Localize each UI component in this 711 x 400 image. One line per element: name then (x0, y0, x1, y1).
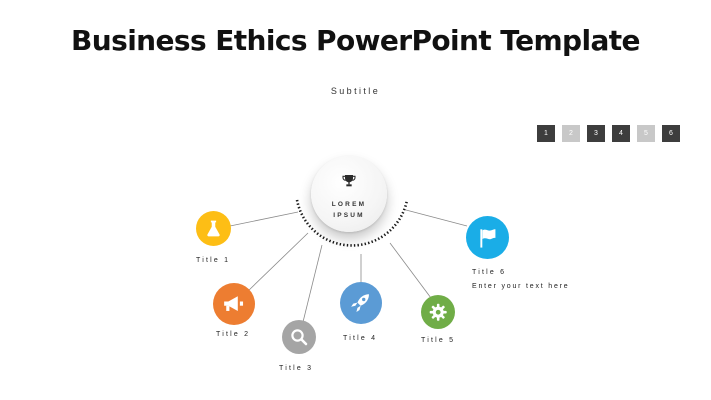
hub-label-line2: IPSUM (333, 212, 365, 219)
connector-line-5 (389, 242, 432, 299)
node-title-6-label: Title 6 (472, 269, 507, 276)
page-button-1[interactable]: 1 (537, 125, 555, 142)
node-title-3-label: Title 3 (279, 365, 314, 372)
node-title-1[interactable] (196, 211, 231, 246)
connector-line-2 (246, 232, 309, 293)
node-title-6-description: Enter your text here (472, 283, 570, 290)
page-button-5[interactable]: 5 (637, 125, 655, 142)
center-hub[interactable]: LOREM IPSUM (311, 156, 387, 232)
node-title-6[interactable] (466, 216, 509, 259)
trophy-icon (342, 175, 356, 187)
hub-label: LOREM IPSUM (311, 199, 387, 221)
slide-title: Business Ethics PowerPoint Template (71, 24, 641, 57)
page-button-3[interactable]: 3 (587, 125, 605, 142)
flask-icon (207, 220, 220, 237)
node-title-1-label: Title 1 (196, 257, 231, 264)
node-title-4[interactable] (340, 282, 382, 324)
dotted-arc (295, 199, 409, 247)
page-button-6[interactable]: 6 (662, 125, 680, 142)
flag-icon (479, 228, 496, 248)
rocket-icon (351, 294, 370, 313)
connector-line-3 (302, 244, 323, 323)
slide-pager: 1 2 3 4 5 6 (537, 125, 680, 142)
node-title-2-label: Title 2 (216, 331, 251, 338)
megaphone-icon (224, 296, 244, 312)
connector-line-6 (405, 209, 468, 227)
node-title-5-label: Title 5 (421, 337, 456, 344)
slide-subtitle: Subtitle (330, 86, 381, 96)
gear-icon (429, 303, 447, 321)
node-title-3[interactable] (282, 320, 316, 354)
hub-label-line1: LOREM (331, 201, 367, 208)
node-title-4-label: Title 4 (343, 335, 378, 342)
node-title-2[interactable] (213, 283, 255, 325)
page-button-2[interactable]: 2 (562, 125, 580, 142)
magnifier-icon (291, 329, 308, 346)
page-button-4[interactable]: 4 (612, 125, 630, 142)
connector-line-1 (229, 211, 299, 227)
node-title-5[interactable] (421, 295, 455, 329)
